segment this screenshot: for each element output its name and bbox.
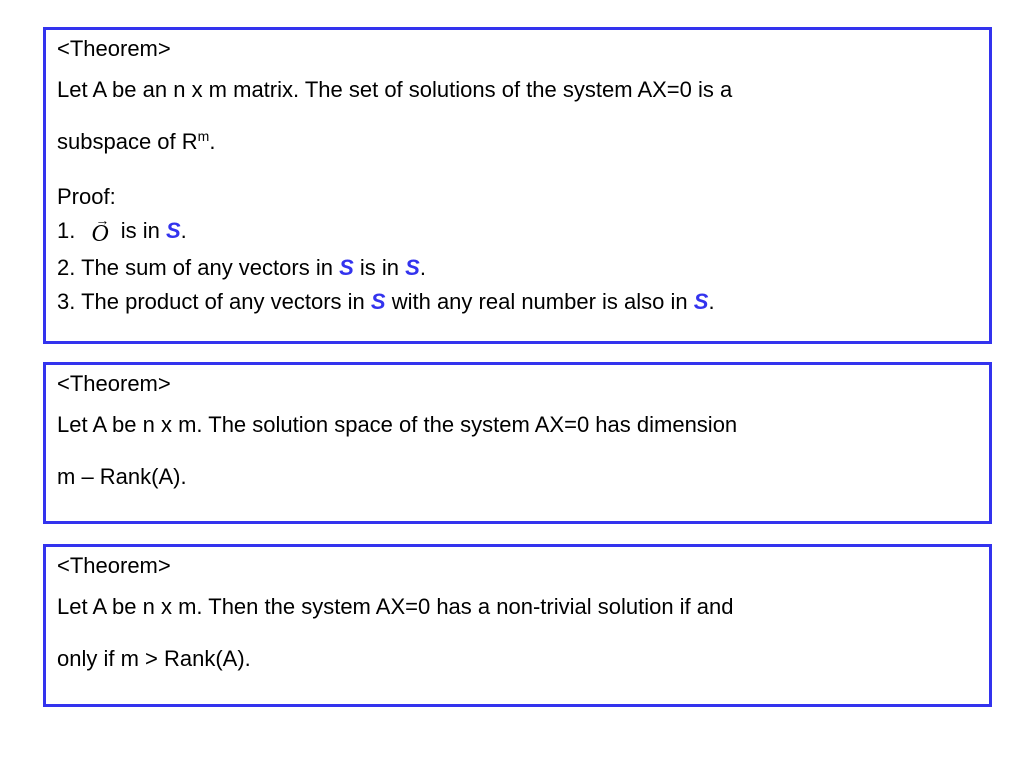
proof-item-1-period: . bbox=[180, 218, 187, 243]
set-symbol-s: S bbox=[405, 255, 420, 280]
statement-line-1: Let A be n x m. Then the system AX=0 has… bbox=[57, 594, 734, 619]
proof-item-3-mid: with any real number is also in bbox=[391, 289, 688, 314]
zero-vector-letter: O bbox=[91, 221, 109, 247]
set-symbol-s: S bbox=[339, 255, 354, 280]
proof-label: Proof: bbox=[57, 184, 116, 209]
proof-item-2-prefix: 2. The sum of any vectors in bbox=[57, 255, 333, 280]
theorem-statement: Let A be n x m. Then the system AX=0 has… bbox=[57, 581, 989, 685]
set-symbol-s: S bbox=[165, 218, 181, 243]
set-symbol-s: S bbox=[370, 289, 386, 314]
theorem-heading: <Theorem> bbox=[57, 553, 171, 578]
proof-item-2-mid: is in bbox=[359, 255, 400, 280]
proof-item-2: 2. The sum of any vectors in S is in S. bbox=[57, 251, 989, 285]
statement-line-1: Let A be an n x m matrix. The set of sol… bbox=[57, 77, 733, 102]
theorem-box-2: <Theorem> Let A be n x m. The solution s… bbox=[43, 362, 992, 524]
theorem-statement: Let A be n x m. The solution space of th… bbox=[57, 399, 989, 503]
statement-line-2-text: subspace of R bbox=[57, 129, 198, 154]
statement-line-2: subspace of Rm. bbox=[57, 116, 989, 168]
superscript-m: m bbox=[197, 128, 210, 144]
theorem-heading: <Theorem> bbox=[57, 371, 171, 396]
proof-item-3-period: . bbox=[708, 289, 715, 314]
theorem-statement: Let A be an n x m matrix. The set of sol… bbox=[57, 64, 989, 168]
proof-item-2-period: . bbox=[419, 255, 426, 280]
theorem-heading: <Theorem> bbox=[57, 36, 171, 61]
zero-vector-symbol: →O bbox=[91, 214, 109, 251]
statement-line-1: Let A be n x m. The solution space of th… bbox=[57, 412, 738, 437]
statement-line-2: m – Rank(A). bbox=[57, 464, 187, 489]
proof-item-1-prefix: 1. bbox=[57, 218, 76, 243]
statement-period: . bbox=[209, 129, 216, 154]
theorem-box-1: <Theorem> Let A be an n x m matrix. The … bbox=[43, 27, 992, 344]
vector-arrow-icon: → bbox=[95, 214, 110, 229]
theorem-box-3: <Theorem> Let A be n x m. Then the syste… bbox=[43, 544, 992, 707]
proof-item-3: 3. The product of any vectors in S with … bbox=[57, 285, 989, 319]
set-symbol-s: S bbox=[693, 289, 709, 314]
proof-item-1-mid: is in bbox=[120, 218, 160, 243]
proof-item-3-prefix: 3. The product of any vectors in bbox=[57, 289, 365, 314]
statement-line-2: only if m > Rank(A). bbox=[57, 646, 251, 671]
